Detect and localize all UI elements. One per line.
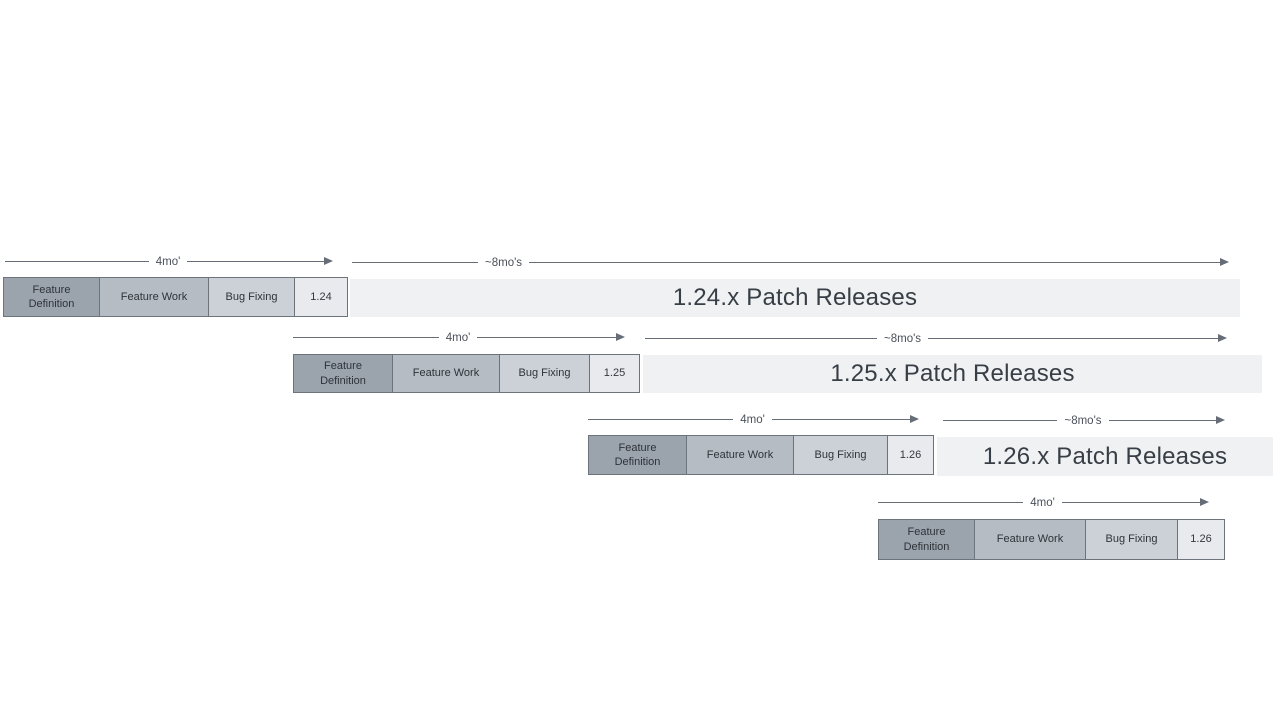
- arrow-head-icon: [1061, 497, 1210, 506]
- version-box: 1.26: [887, 435, 934, 475]
- phase-label: Bug Fixing: [225, 290, 278, 303]
- arrow-line: [352, 261, 478, 263]
- version-box: 1.24: [294, 277, 348, 317]
- phase-box-bug-fixing: Bug Fixing: [499, 354, 590, 393]
- phase-box-bug-fixing: Bug Fixing: [208, 277, 295, 317]
- arrow-head-icon: [187, 256, 333, 265]
- phase-box-feature-definition: Feature Definition: [293, 354, 393, 393]
- phase-label: Bug Fixing: [1105, 533, 1158, 546]
- cycle-duration-label: 4mo': [1030, 497, 1055, 510]
- cycle-duration-arrow-1.25: 4mo': [293, 330, 625, 345]
- phase-box-feature-work: Feature Work: [974, 519, 1086, 560]
- version-box: 1.25: [589, 354, 640, 393]
- arrow-head-icon: [529, 257, 1229, 266]
- version-box: 1.26: [1177, 519, 1225, 560]
- phase-box-bug-fixing: Bug Fixing: [793, 435, 888, 475]
- phase-box-feature-work: Feature Work: [686, 435, 794, 475]
- release-cycle-row-next: Feature Definition Feature Work Bug Fixi…: [878, 519, 1225, 560]
- arrow-line: [5, 260, 149, 262]
- patch-releases-label: 1.24.x Patch Releases: [672, 284, 918, 311]
- arrow-head-icon: [771, 414, 920, 423]
- arrow-line: [878, 501, 1024, 503]
- phase-label: Feature Definition: [28, 283, 75, 310]
- cycle-duration-label: 4mo': [740, 414, 765, 427]
- version-label: 1.25: [603, 367, 626, 380]
- patch-releases-bar-1.26: 1.26.x Patch Releases: [937, 437, 1273, 476]
- cycle-duration-label: 4mo': [155, 256, 181, 269]
- phase-box-feature-definition: Feature Definition: [3, 277, 100, 317]
- arrow-line: [588, 418, 734, 420]
- phase-label: Feature Work: [996, 533, 1064, 546]
- arrow-head-icon: [477, 332, 625, 341]
- release-cycle-row-1.24: Feature Definition Feature Work Bug Fixi…: [3, 277, 348, 317]
- patch-duration-arrow-1.26: ~8mo's: [943, 413, 1226, 428]
- phase-label: Bug Fixing: [814, 448, 867, 461]
- version-label: 1.26: [899, 448, 922, 461]
- phase-label: Bug Fixing: [518, 367, 571, 380]
- phase-box-feature-definition: Feature Definition: [878, 519, 975, 560]
- phase-box-feature-definition: Feature Definition: [588, 435, 687, 475]
- patch-duration-label: ~8mo's: [884, 333, 922, 346]
- cycle-duration-label: 4mo': [445, 332, 471, 345]
- patch-duration-label: ~8mo's: [1064, 415, 1102, 428]
- phase-label: Feature Definition: [614, 441, 661, 468]
- patch-releases-bar-1.24: 1.24.x Patch Releases: [350, 279, 1240, 317]
- patch-releases-label: 1.26.x Patch Releases: [982, 442, 1228, 470]
- phase-box-feature-work: Feature Work: [392, 354, 500, 393]
- patch-releases-bar-1.25: 1.25.x Patch Releases: [643, 355, 1262, 393]
- phase-box-feature-work: Feature Work: [99, 277, 209, 317]
- cycle-duration-arrow-next: 4mo': [878, 495, 1210, 510]
- phase-label: Feature Work: [706, 448, 774, 461]
- arrow-head-icon: [1108, 415, 1226, 424]
- arrow-line: [943, 419, 1058, 421]
- phase-label: Feature Work: [412, 367, 480, 380]
- arrow-head-icon: [928, 333, 1227, 342]
- release-cycle-row-1.25: Feature Definition Feature Work Bug Fixi…: [293, 354, 640, 393]
- patch-duration-arrow-1.24: ~8mo's: [352, 255, 1229, 270]
- phase-box-bug-fixing: Bug Fixing: [1085, 519, 1178, 560]
- version-label: 1.26: [1190, 533, 1212, 546]
- version-label: 1.24: [310, 290, 332, 303]
- patch-releases-label: 1.25.x Patch Releases: [830, 360, 1075, 387]
- cycle-duration-arrow-1.24: 4mo': [5, 254, 333, 269]
- phase-label: Feature Definition: [320, 360, 366, 387]
- release-cycle-row-1.26: Feature Definition Feature Work Bug Fixi…: [588, 435, 934, 475]
- patch-duration-label: ~8mo's: [485, 257, 523, 270]
- arrow-line: [293, 336, 439, 338]
- arrow-line: [645, 337, 877, 339]
- phase-label: Feature Work: [120, 290, 188, 303]
- phase-label: Feature Definition: [903, 526, 950, 553]
- cycle-duration-arrow-1.26: 4mo': [588, 412, 920, 427]
- patch-duration-arrow-1.25: ~8mo's: [645, 331, 1227, 346]
